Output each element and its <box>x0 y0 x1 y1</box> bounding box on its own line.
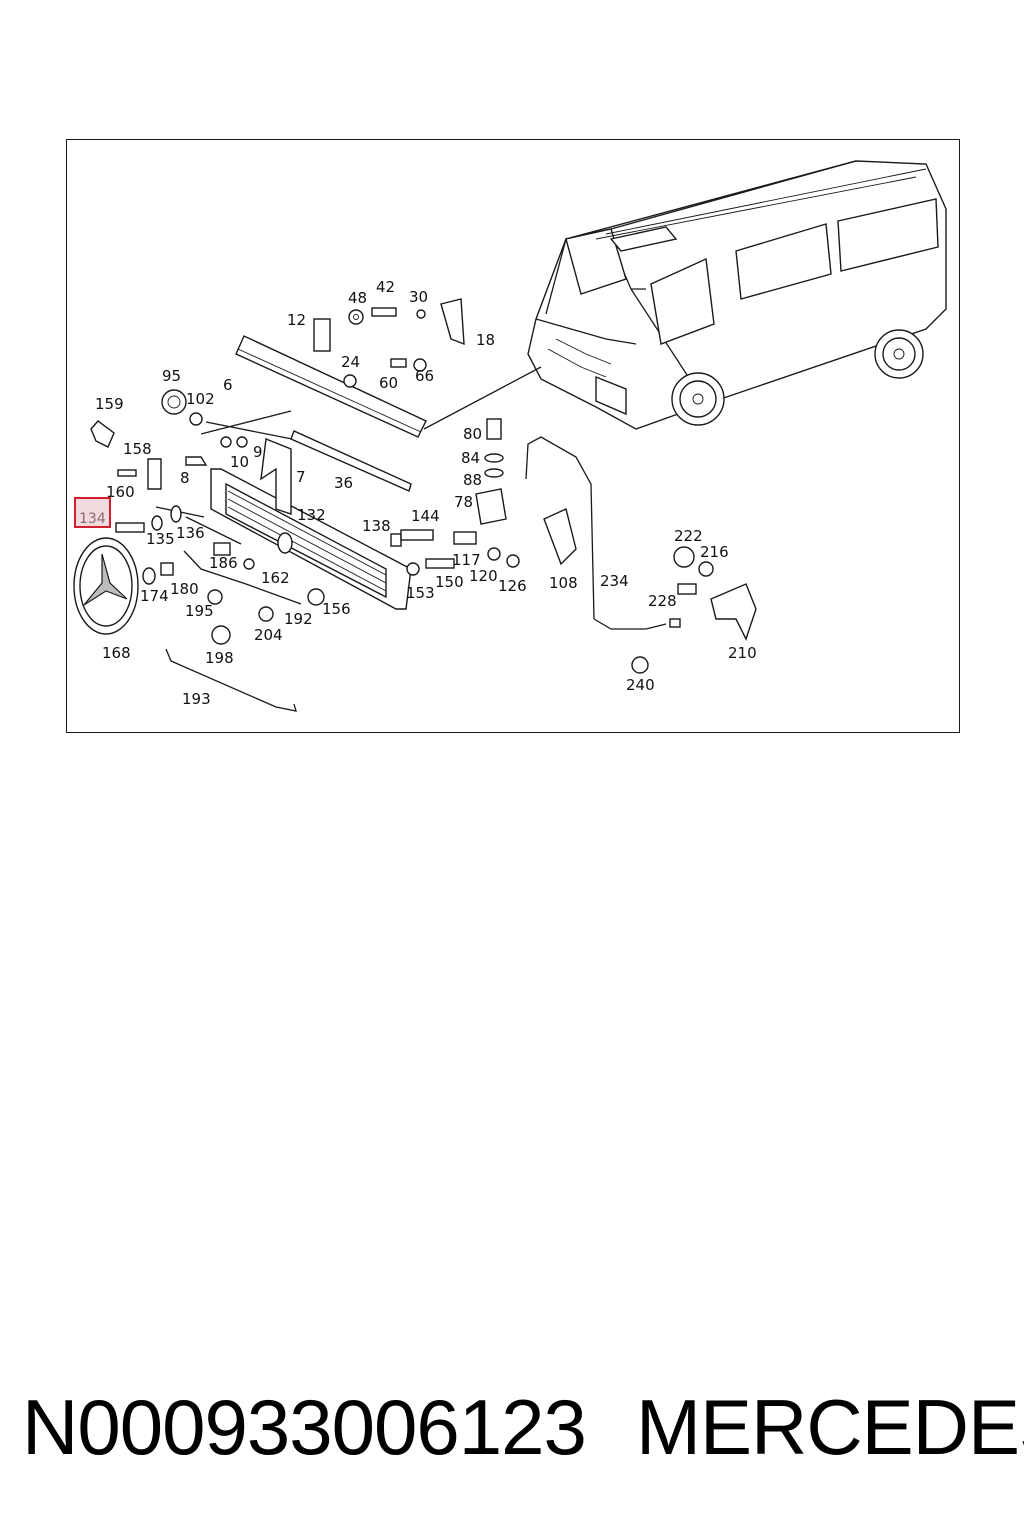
label-240: 240 <box>626 676 655 694</box>
diagram-frame <box>66 139 960 733</box>
label-30: 30 <box>409 288 428 306</box>
part-labels: 12 48 42 30 18 24 60 66 95 6 102 159 158… <box>74 278 757 708</box>
van-illustration <box>527 160 947 430</box>
label-66: 66 <box>415 367 434 385</box>
highlight-box-134 <box>74 497 111 528</box>
label-204: 204 <box>254 626 283 644</box>
label-42: 42 <box>376 278 395 296</box>
label-108: 108 <box>549 574 578 592</box>
label-150: 150 <box>435 573 464 591</box>
part-6-hood-trim <box>235 335 427 438</box>
label-117: 117 <box>452 551 481 569</box>
label-136: 136 <box>176 524 205 542</box>
label-138: 138 <box>362 517 391 535</box>
part-168-star-emblem <box>73 537 139 635</box>
leader-lines <box>155 366 542 545</box>
label-80: 80 <box>463 425 482 443</box>
label-7: 7 <box>296 468 306 486</box>
label-126: 126 <box>498 577 527 595</box>
label-84: 84 <box>461 449 480 467</box>
label-24: 24 <box>341 353 360 371</box>
label-153: 153 <box>406 584 435 602</box>
label-9: 9 <box>253 443 263 461</box>
label-228: 228 <box>648 592 677 610</box>
part-36-strip <box>290 430 412 492</box>
label-134-highlighted: 134 <box>79 511 106 527</box>
label-216: 216 <box>700 543 729 561</box>
label-234: 234 <box>600 572 629 590</box>
label-159: 159 <box>95 395 124 413</box>
label-198: 198 <box>205 649 234 667</box>
label-10: 10 <box>230 453 249 471</box>
part-132-radiator-grille <box>210 468 412 610</box>
label-162: 162 <box>261 569 290 587</box>
label-18: 18 <box>476 331 495 349</box>
label-144: 144 <box>411 507 440 525</box>
label-120: 120 <box>469 567 498 585</box>
label-160: 160 <box>106 483 135 501</box>
label-180: 180 <box>170 580 199 598</box>
brand-name: MERCEDES <box>636 1383 1024 1471</box>
label-158: 158 <box>123 440 152 458</box>
label-195: 195 <box>185 602 214 620</box>
part-number: N000933006123 <box>22 1383 587 1471</box>
label-192: 192 <box>284 610 313 628</box>
label-88: 88 <box>463 471 482 489</box>
label-12: 12 <box>287 311 306 329</box>
label-193: 193 <box>182 690 211 708</box>
footer: N000933006123 MERCEDES <box>0 1372 1024 1482</box>
label-95: 95 <box>162 367 181 385</box>
label-222: 222 <box>674 527 703 545</box>
label-36: 36 <box>334 474 353 492</box>
label-186: 186 <box>209 554 238 572</box>
label-6: 6 <box>223 376 233 394</box>
label-48: 48 <box>348 289 367 307</box>
label-210: 210 <box>728 644 757 662</box>
label-8: 8 <box>180 469 190 487</box>
label-78: 78 <box>454 493 473 511</box>
label-174: 174 <box>140 587 169 605</box>
exploded-parts-diagram: 12 48 42 30 18 24 60 66 95 6 102 159 158… <box>73 160 947 712</box>
label-168: 168 <box>102 644 131 662</box>
label-132: 132 <box>297 506 326 524</box>
label-102: 102 <box>186 390 215 408</box>
label-135: 135 <box>146 530 175 548</box>
fasteners <box>90 298 757 712</box>
label-60: 60 <box>379 374 398 392</box>
label-156: 156 <box>322 600 351 618</box>
